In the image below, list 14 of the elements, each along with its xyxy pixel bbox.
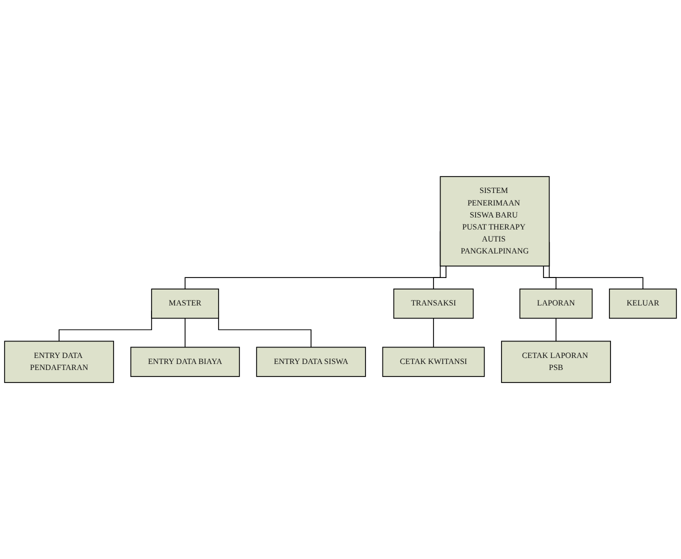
node-box: MASTER <box>151 288 220 319</box>
node-box: ENTRY DATA BIAYA <box>130 346 240 377</box>
node-box: ENTRY DATA PENDAFTARAN <box>4 340 114 383</box>
node-box: SISTEM PENERIMAAN SISWA BARU PUSAT THERAPY AUTIS PANGKALPINANG <box>440 176 550 266</box>
connector <box>433 318 434 348</box>
node-box: CETAK KWITANSI <box>382 346 485 377</box>
node-box: ENTRY DATA SISWA <box>256 346 366 377</box>
node-box: CETAK LAPORAN PSB <box>501 340 611 383</box>
node-box: KELUAR <box>608 288 677 319</box>
connector <box>184 318 186 348</box>
node-box: TRANSAKSI <box>393 288 474 319</box>
connector <box>433 266 446 290</box>
node-box: LAPORAN <box>519 288 593 319</box>
connector <box>543 266 556 290</box>
